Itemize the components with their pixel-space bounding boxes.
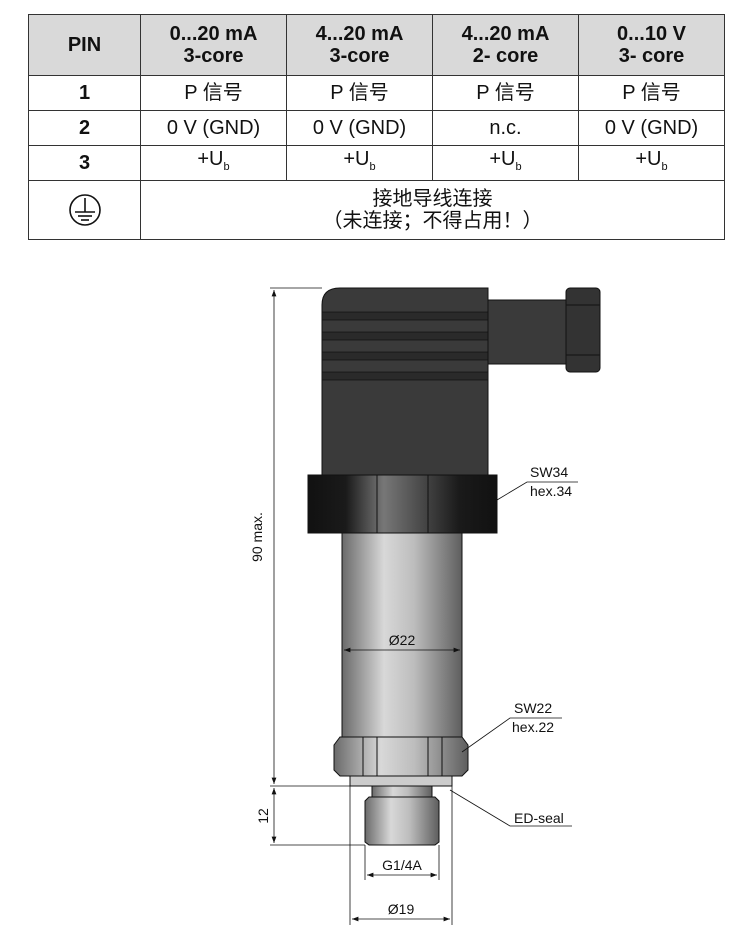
table-row: 1 P 信号 P 信号 P 信号 P 信号 (28, 75, 725, 111)
ground-note: 接地导线连接（未连接；不得占用！） (140, 180, 725, 240)
cable-gland (565, 287, 601, 373)
thread-g14a (364, 796, 440, 846)
cell: +Ub (286, 145, 433, 181)
pin-number: 2 (28, 110, 141, 146)
label-g14a: G1/4A (382, 857, 422, 873)
dimension-12: 12 (255, 808, 271, 824)
label-sw34: SW34 (530, 464, 568, 480)
label-ed-seal: ED-seal (514, 810, 564, 826)
dimension-19: Ø19 (388, 901, 415, 917)
table-row-ground: 接地导线连接（未连接；不得占用！） (28, 180, 725, 240)
cell: +Ub (578, 145, 725, 181)
header-pin: PIN (28, 14, 141, 76)
label-sw22: SW22 (514, 700, 552, 716)
label-hex22: hex.22 (512, 719, 554, 735)
dimension-90-max: 90 max. (249, 512, 265, 562)
cell: +Ub (140, 145, 287, 181)
pin-number: 1 (28, 75, 141, 111)
hex-nut-34 (307, 474, 498, 534)
label-hex34: hex.34 (530, 483, 572, 499)
cell: P 信号 (432, 75, 579, 111)
connector-housing (321, 287, 601, 476)
cell: P 信号 (140, 75, 287, 111)
cell: 0 V (GND) (578, 110, 725, 146)
dimension-22: Ø22 (389, 632, 416, 648)
ground-symbol-icon (28, 180, 141, 240)
table-row: 2 0 V (GND) 0 V (GND) n.c. 0 V (GND) (28, 110, 725, 146)
sensor-body (341, 532, 463, 739)
table-row: 3 +Ub +Ub +Ub +Ub (28, 145, 725, 181)
cell: +Ub (432, 145, 579, 181)
cell: P 信号 (286, 75, 433, 111)
cell: 0 V (GND) (140, 110, 287, 146)
cell: P 信号 (578, 75, 725, 111)
seal-collar (349, 775, 453, 787)
hex-nut-22 (333, 736, 469, 777)
